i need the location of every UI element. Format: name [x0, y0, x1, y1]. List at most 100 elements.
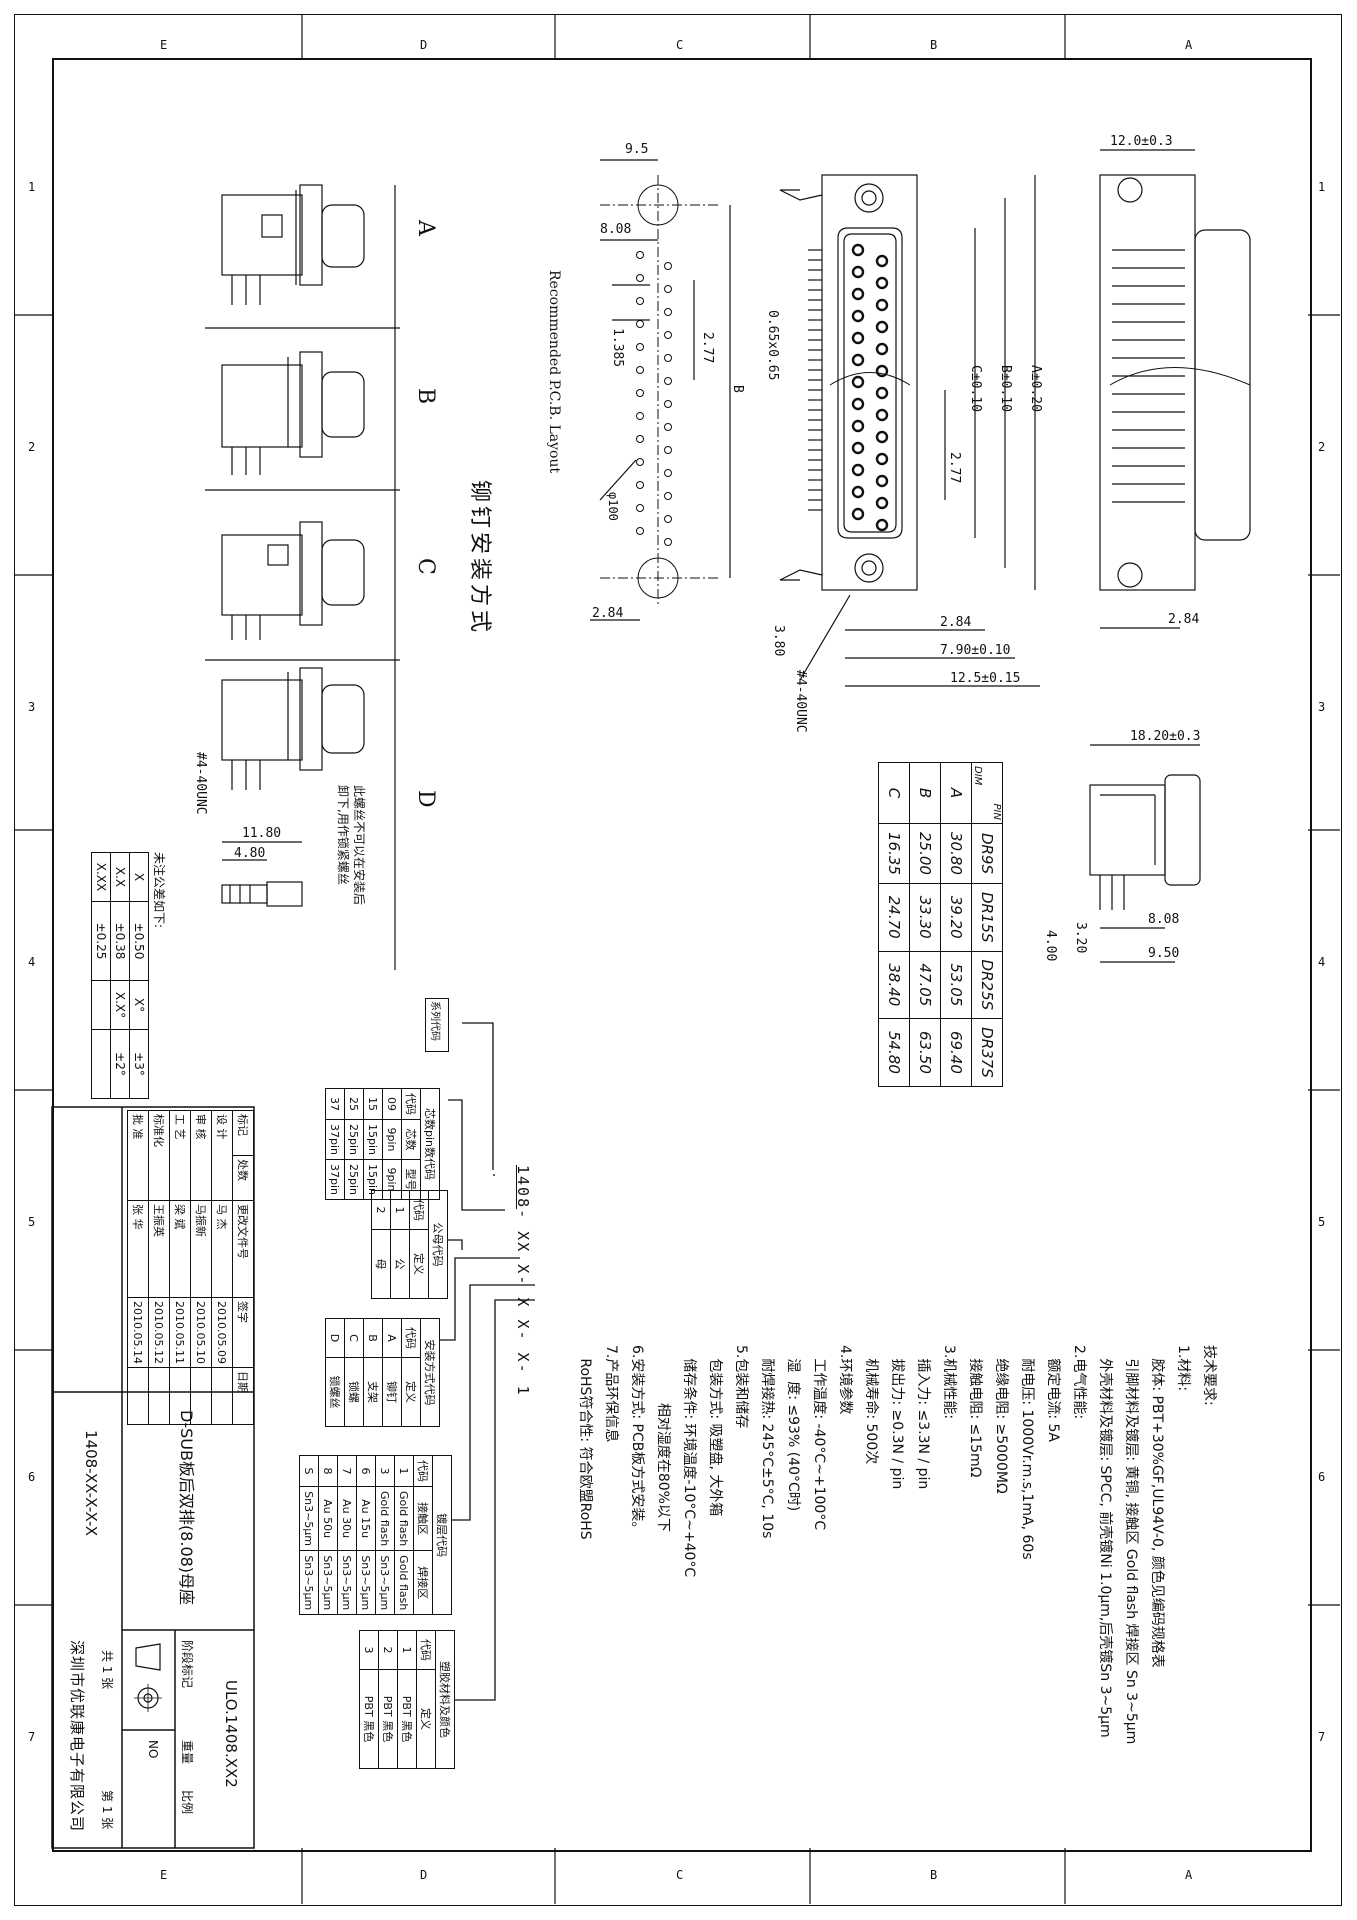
contact-pin	[875, 496, 889, 510]
zone-letter-a-bottom: A	[1185, 1868, 1193, 1882]
sheet-count: 共 1 张	[100, 1650, 114, 1690]
front-dim-a: A±0.20	[1028, 365, 1043, 412]
dim-cell: 38.40	[878, 951, 910, 1019]
mountcode-cell: 铆钉	[382, 1357, 402, 1427]
req-line: 4.环境参数	[837, 1345, 853, 1415]
zone-num-1-right: 1	[1318, 180, 1326, 194]
pcb-hole	[664, 331, 672, 339]
approval-date: 2010.05.12	[148, 1297, 170, 1368]
pcb-hole	[636, 527, 644, 535]
zone-num-1-left: 1	[28, 180, 36, 194]
dim-cell: 47.05	[909, 951, 941, 1019]
part-code-string: 1408- XX X- X X- X- 1	[514, 1165, 532, 1397]
material-cell: PBT 黑色	[359, 1669, 379, 1769]
code-plating: X	[514, 1319, 532, 1331]
side-view	[1099, 174, 1251, 591]
dim-cell: 33.30	[909, 883, 941, 952]
tol-cell	[91, 980, 111, 1030]
tol-cell: X.X°	[110, 980, 130, 1030]
req-line: 储存条件: 环境温度-10°C~+40°C	[681, 1345, 697, 1578]
mount-view-c	[221, 521, 365, 640]
pcb-hole	[636, 343, 644, 351]
tol-cell: X°	[129, 980, 149, 1030]
mount-title: 铆钉安装方式	[467, 480, 492, 637]
pcb-hole	[636, 366, 644, 374]
front-view-connector	[779, 174, 918, 591]
tol-cell	[91, 1029, 111, 1099]
pin-table-title: 芯数pin数代码	[420, 1088, 440, 1200]
tol-cell: ±0.38	[110, 901, 130, 981]
mountcode-title: 安装方式代码	[420, 1318, 440, 1427]
dim-cell: 24.70	[878, 883, 910, 952]
contact-pin	[851, 441, 865, 455]
gender-th: 定义	[409, 1229, 429, 1299]
material-title: 塑胶材料及颜色	[435, 1630, 455, 1769]
pcb-hole	[664, 262, 672, 270]
code-mount: - X	[514, 1275, 532, 1309]
zone-letter-b-top: B	[930, 38, 938, 52]
dim-table-corner: PIN DIM	[971, 762, 1003, 824]
side-dim-2-84: 2.84	[1168, 612, 1200, 627]
pin-cell: 25pin	[344, 1159, 364, 1200]
front-pins	[851, 243, 889, 532]
req-line: 7.产品环保信息	[603, 1345, 619, 1443]
front-dim-b: B±0.10	[998, 365, 1013, 412]
title-block-lines	[51, 1106, 255, 1849]
req-line: 引脚材料及镀层: 黄铜, 接触区 Gold flash 焊接区 Sn 3~5μm	[1123, 1345, 1139, 1745]
code-series: 1408	[514, 1165, 532, 1210]
zone-num-7-left: 7	[28, 1730, 36, 1744]
plating-cell: Sn3~5μm	[299, 1550, 319, 1615]
approval-name: 马 杰	[211, 1200, 233, 1298]
mount-thread: #4-40UNC	[193, 752, 208, 815]
zone-num-4-right: 4	[1318, 955, 1326, 969]
tol-cell: ±0.25	[91, 901, 111, 981]
tol-cell: X.XX	[91, 852, 111, 902]
pin-cell: 25	[344, 1088, 364, 1120]
plating-cell: Sn3~5μm	[356, 1550, 376, 1615]
side-dim-12-0: 12.0±0.3	[1110, 134, 1173, 149]
front-dim-c: C±0.10	[968, 365, 983, 412]
mountcode-cell: 锁螺丝	[325, 1357, 345, 1427]
pcb-hole	[664, 538, 672, 546]
material-cell: 2	[378, 1630, 398, 1670]
contact-pin	[875, 430, 889, 444]
dim-cell: 16.35	[878, 823, 910, 884]
front-thread: #4-40UNC	[793, 670, 808, 733]
contact-pin	[875, 452, 889, 466]
req-line: 3.机械性能:	[941, 1345, 957, 1420]
dim-row-label: B	[909, 762, 941, 824]
pcb-dim-9-5: 9.5	[625, 142, 649, 157]
plating-cell: 6	[356, 1455, 376, 1487]
mount-note-2: 卸下,用作锁紧螺丝	[336, 785, 350, 885]
pin-th: 代码	[401, 1088, 421, 1120]
pcb-dim-b: B	[730, 385, 745, 393]
zone-num-7-right: 7	[1318, 1730, 1326, 1744]
technical-requirements: 技术要求: 1.材料: 胶体: PBT+30%GF,UL94V-0, 颜色见编码…	[572, 1345, 1222, 1845]
contact-pin	[851, 485, 865, 499]
contact-pin	[851, 419, 865, 433]
contact-pin	[875, 408, 889, 422]
zone-letter-b-bottom: B	[930, 1868, 938, 1882]
approval-role: 标准化	[148, 1110, 170, 1201]
plating-cell: Au 50u	[318, 1486, 338, 1551]
pin-cell: 15pin	[363, 1119, 383, 1160]
dim-cell: 53.05	[940, 951, 972, 1019]
pcb-hole	[664, 515, 672, 523]
gender-th: 代码	[409, 1190, 429, 1230]
req-line: 拔出力: ≥0.3N / pin	[889, 1345, 905, 1490]
dim-cell: 30.80	[940, 823, 972, 884]
zone-letter-c-top: C	[676, 38, 684, 52]
mount-dim-4-80: 4.80	[234, 846, 266, 861]
pcb-hole	[664, 354, 672, 362]
pcb-hole	[636, 458, 644, 466]
side2-dim-9-50: 9.50	[1148, 946, 1180, 961]
contact-pin	[875, 474, 889, 488]
pcb-hole	[664, 308, 672, 316]
approval-date: 2010.05.09	[211, 1297, 233, 1368]
req-line: 绝缘电阻: ≥5000MΩ	[993, 1345, 1009, 1494]
zone-num-3-right: 3	[1318, 700, 1326, 714]
gender-title: 公母代码	[428, 1190, 448, 1299]
req-line: 机械寿命: 500次	[863, 1345, 879, 1465]
